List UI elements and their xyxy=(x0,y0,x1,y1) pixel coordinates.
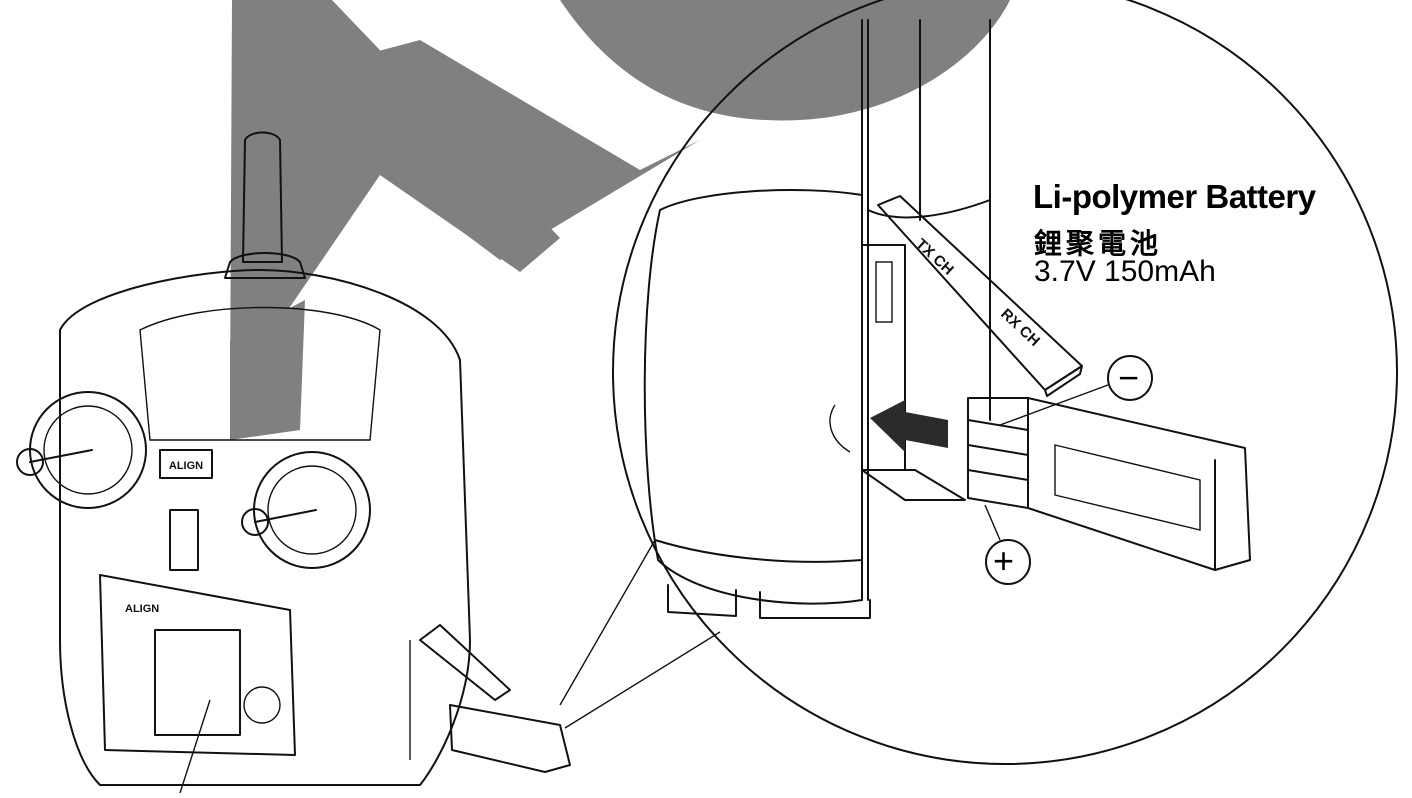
right-gimbal-inner xyxy=(267,465,357,555)
bay-ledge xyxy=(861,469,966,501)
arrow-left-icon xyxy=(870,400,948,452)
antenna-base xyxy=(224,252,306,279)
battery-label-window xyxy=(1054,444,1201,531)
plus-circle-icon xyxy=(985,539,1031,585)
transmitter-top-panel xyxy=(139,306,381,441)
zoom-foot-right xyxy=(759,591,871,619)
watermark-a-left-stroke xyxy=(230,0,560,395)
battery-spec: 3.7V 150mAh xyxy=(1034,255,1216,288)
left-stick xyxy=(29,449,93,463)
positive-terminal-label: + xyxy=(993,540,1015,581)
battery-plug-ridges xyxy=(967,419,1029,481)
zoom-foot-left xyxy=(667,584,737,617)
small-battery-pack xyxy=(449,704,571,773)
minus-leader xyxy=(999,384,1109,426)
battery-body xyxy=(967,397,1251,571)
zoom-body-side xyxy=(643,189,863,605)
transmitter-case xyxy=(59,269,471,786)
watermark-logo xyxy=(230,0,1010,440)
battery-title-chinese: 鋰聚電池 xyxy=(1034,228,1163,259)
display-window xyxy=(154,629,241,736)
power-switch xyxy=(169,509,199,571)
brand-badge xyxy=(159,449,213,479)
left-stick-gimbal xyxy=(16,391,147,509)
zoom-leader-lower xyxy=(564,631,721,729)
front-emblem xyxy=(243,686,281,724)
right-stick xyxy=(254,509,317,523)
right-stick-gimbal xyxy=(241,451,371,569)
zoom-detail-view: TX CH RX CH xyxy=(559,0,1398,765)
zoom-leader-upper xyxy=(559,539,656,706)
zoom-top-curve xyxy=(867,199,991,219)
left-stick-knob xyxy=(16,448,44,476)
cover-mark-rx: RX CH xyxy=(997,305,1043,349)
watermark-c-arc xyxy=(560,0,1010,121)
small-battery-cover xyxy=(419,624,511,701)
antenna xyxy=(242,131,283,263)
left-gimbal-inner xyxy=(43,405,133,495)
negative-terminal-label: − xyxy=(1118,357,1140,398)
cover-edge xyxy=(1044,365,1083,397)
watermark-a-foot xyxy=(230,300,305,440)
display-leader xyxy=(179,699,211,794)
battery-title: Li-polymer Battery xyxy=(1033,178,1316,215)
right-stick-knob xyxy=(241,508,269,536)
bay-connector xyxy=(875,261,893,323)
zoom-body-rear xyxy=(919,19,991,421)
zoom-bottom-curve xyxy=(654,539,863,563)
plus-leader xyxy=(984,504,1001,541)
transmitter-overview: ALIGN ALIGN xyxy=(16,131,571,794)
battery-pack-zoom xyxy=(967,397,1251,571)
watermark-a-right-stroke xyxy=(345,40,700,260)
zoom-circle-outline xyxy=(612,0,1398,765)
front-brand-text: ALIGN xyxy=(125,603,159,615)
minus-circle-icon xyxy=(1107,355,1153,401)
bay-recess xyxy=(829,404,851,453)
battery-body-lines xyxy=(1027,397,1216,571)
brand-badge-text: ALIGN xyxy=(169,460,203,472)
front-panel xyxy=(99,574,296,756)
